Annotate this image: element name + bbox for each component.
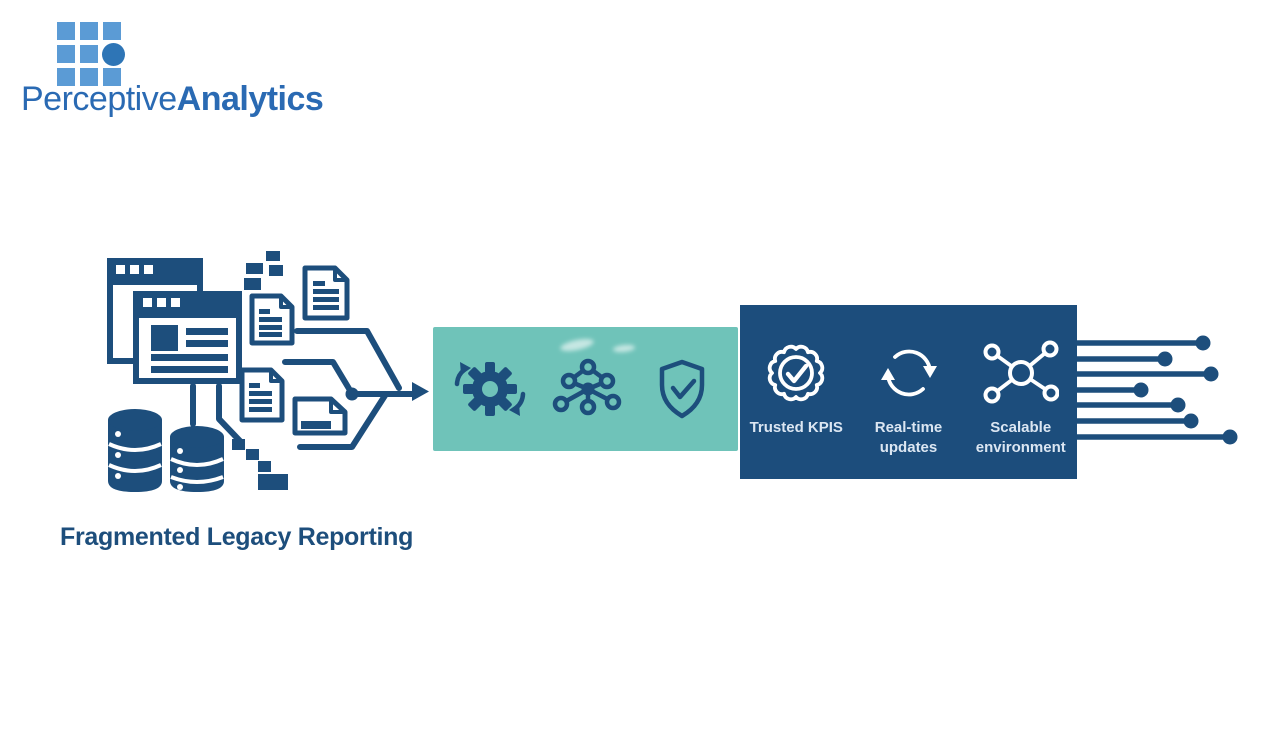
logo-grid-icon	[57, 22, 125, 86]
connector-line	[1077, 366, 1219, 382]
badge-check-icon	[768, 344, 825, 402]
sync-arrows-icon	[880, 349, 937, 397]
source-label: Fragmented Legacy Reporting	[60, 523, 414, 551]
data-fragments-icon	[232, 439, 288, 490]
outcome-panel: Trusted KPIS Real-time updates	[740, 305, 1077, 479]
connector-line	[1077, 382, 1149, 398]
network-nodes-icon	[552, 358, 621, 416]
glare-smudge	[559, 336, 595, 354]
file-icon	[292, 396, 348, 436]
feature-real-time-updates: Real-time updates	[853, 335, 965, 458]
shield-check-icon	[659, 359, 704, 419]
scalable-nodes-icon	[983, 340, 1059, 404]
logo-square	[80, 45, 98, 63]
logo-dot-icon	[102, 43, 125, 66]
feature-trusted-kpis: Trusted KPIS	[740, 335, 852, 438]
logo-square	[57, 22, 75, 40]
feature-label: Trusted KPIS	[749, 419, 843, 436]
fragmented-sources-illustration	[107, 251, 429, 492]
connector-line	[216, 383, 243, 444]
logo-square	[103, 22, 121, 40]
process-band	[433, 327, 738, 451]
data-fragments-icon	[244, 251, 283, 290]
connector-line	[1077, 335, 1211, 351]
connector-line	[1077, 397, 1186, 413]
merge-arrow-icon	[282, 328, 429, 450]
browser-window-icon	[133, 291, 242, 384]
feature-label: Scalable environment	[975, 419, 1066, 456]
logo-square	[80, 22, 98, 40]
brand-name-light: Perceptive	[21, 80, 177, 118]
logo-square	[57, 45, 75, 63]
brand-name: PerceptiveAnalytics	[21, 80, 324, 119]
logo-square	[103, 68, 121, 86]
gear-sync-icon	[454, 362, 525, 416]
document-icon	[249, 293, 295, 346]
document-icon	[239, 367, 285, 423]
connector-line	[1077, 413, 1199, 429]
connector-line	[1077, 429, 1238, 445]
database-icon	[108, 409, 162, 492]
feature-label: Real-time updates	[874, 419, 943, 456]
database-icon	[170, 426, 224, 492]
connector-line	[1077, 351, 1173, 367]
output-connectors	[1077, 335, 1238, 445]
feature-scalable-environment: Scalable environment	[965, 335, 1077, 458]
document-icon	[302, 265, 350, 321]
logo-square	[57, 68, 75, 86]
brand-name-bold: Analytics	[176, 80, 324, 118]
logo-square	[80, 68, 98, 86]
glare-smudge	[612, 343, 636, 354]
